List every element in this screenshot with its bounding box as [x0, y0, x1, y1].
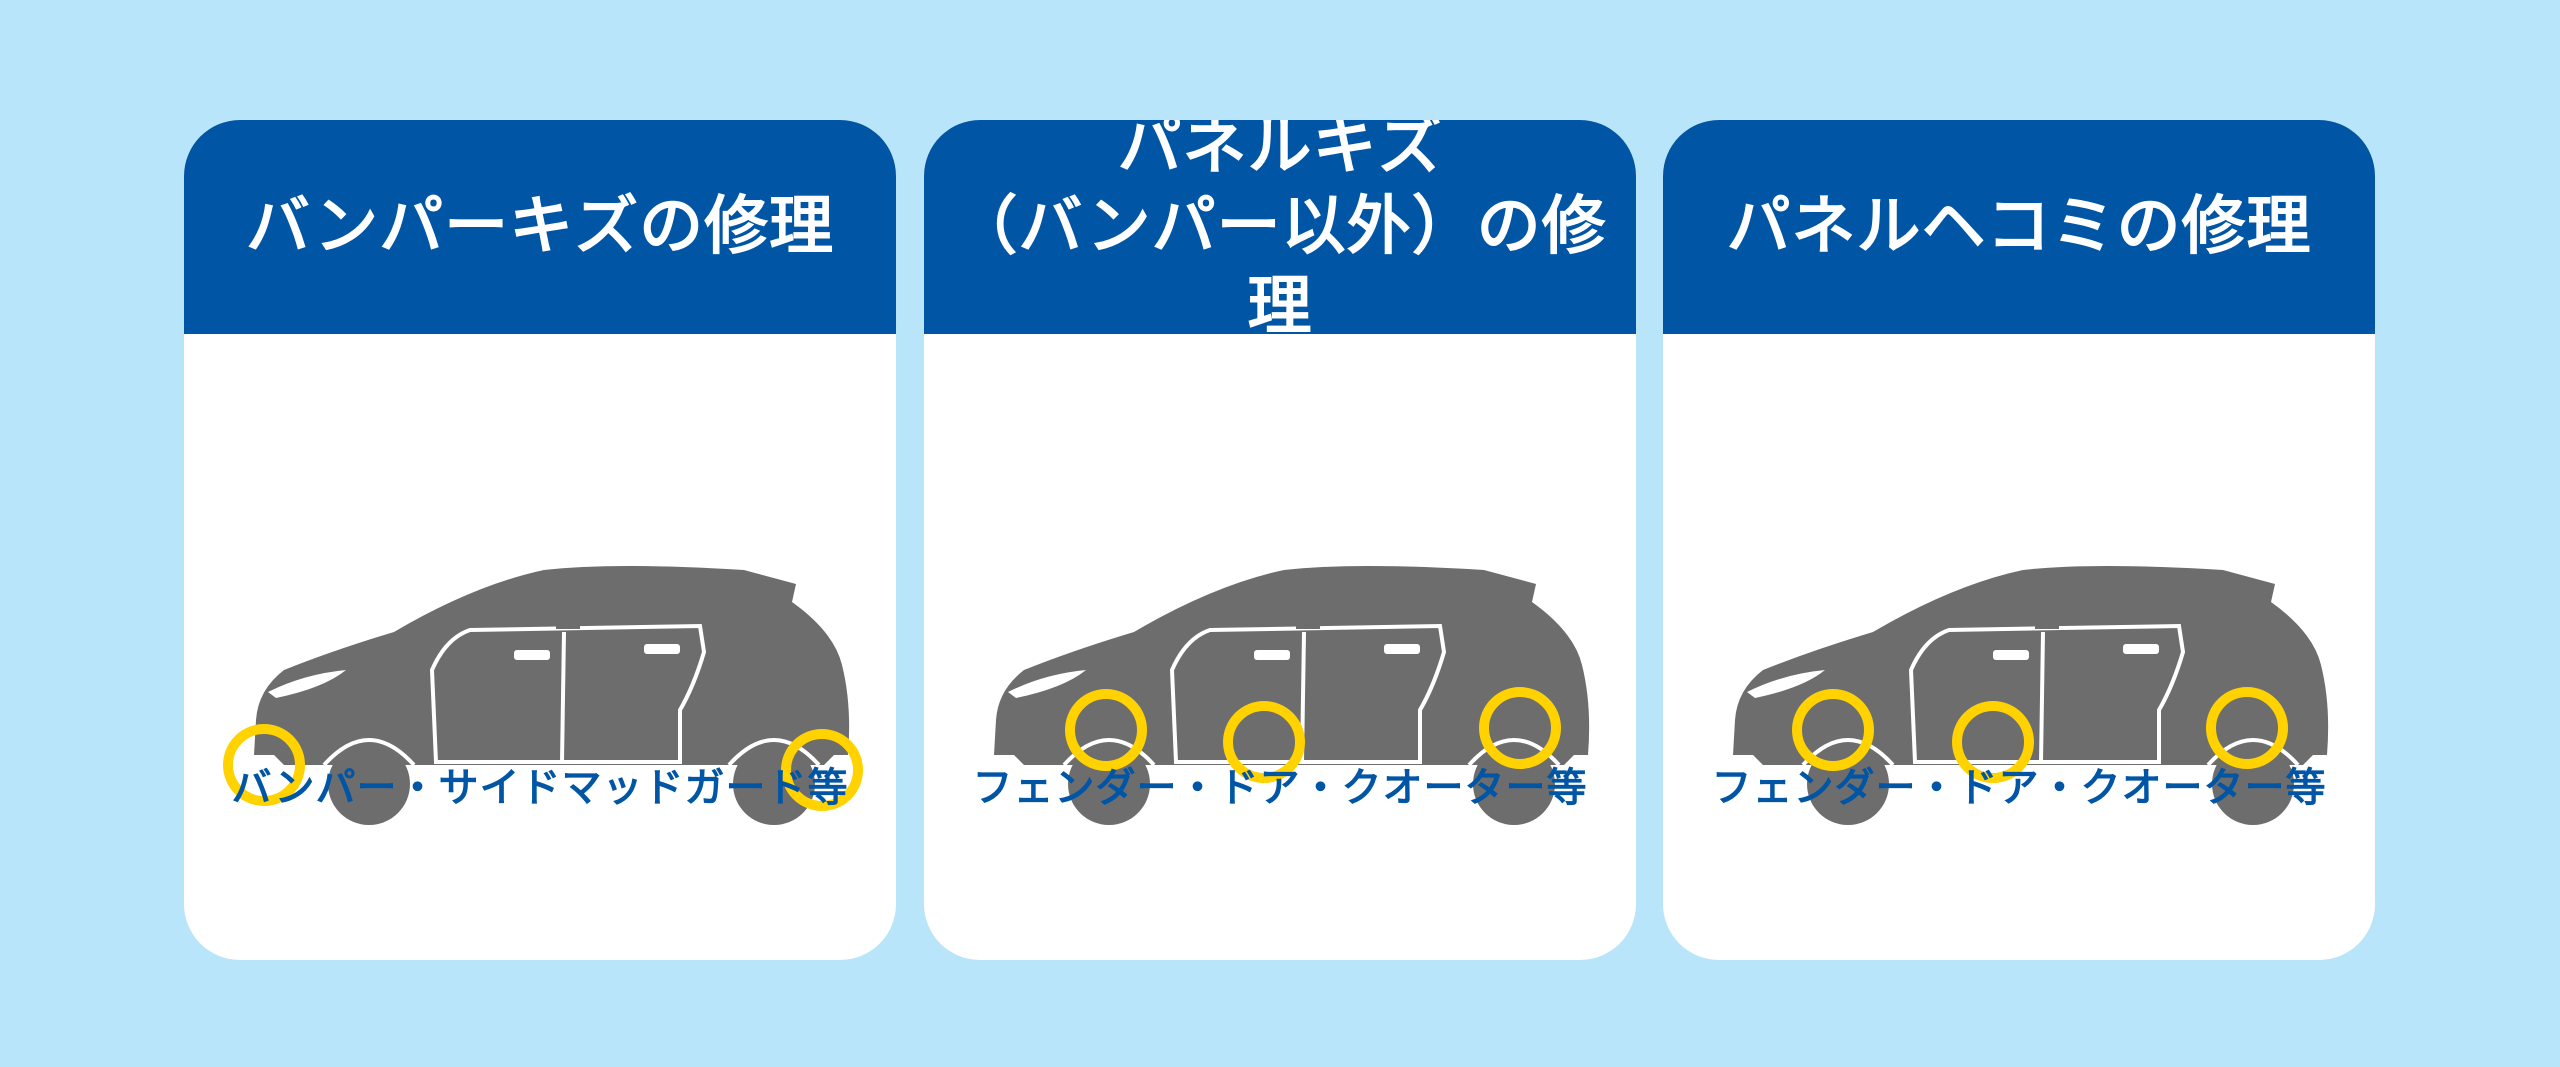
card-header: パネルキズ （バンパー以外）の修理 — [924, 120, 1636, 344]
card-caption: フェンダー・ドア・クオーター等 — [972, 765, 1588, 811]
card-bumper-scratch: バンパーキズの修理 — [184, 120, 896, 960]
car-icon — [1733, 566, 2329, 825]
highlight-rings — [1065, 687, 1561, 783]
car-silhouette — [254, 566, 850, 825]
card-title: バンパーキズの修理 — [245, 190, 835, 264]
car-illustration — [924, 370, 1636, 880]
highlight-rings — [223, 724, 863, 811]
card-title: パネルヘコミの修理 — [1726, 190, 2312, 264]
card-header: バンパーキズの修理 — [184, 120, 896, 334]
card-panel-scratch: パネルキズ （バンパー以外）の修理 — [924, 120, 1636, 960]
car-silhouette — [1733, 566, 2329, 825]
car-icon — [223, 566, 863, 825]
card-caption: フェンダー・ドア・クオーター等 — [1711, 765, 2327, 811]
car-illustration — [184, 370, 896, 880]
card-caption: バンパー・サイドマッドガード等 — [231, 765, 849, 811]
highlight-rings — [1792, 687, 2288, 783]
car-silhouette — [994, 566, 1590, 825]
car-illustration — [1663, 370, 2375, 880]
car-icon — [994, 566, 1590, 825]
card-title: パネルキズ （バンパー以外）の修理 — [953, 120, 1607, 344]
card-panel-dent: パネルヘコミの修理 — [1663, 120, 2375, 960]
card-header: パネルヘコミの修理 — [1663, 120, 2375, 334]
